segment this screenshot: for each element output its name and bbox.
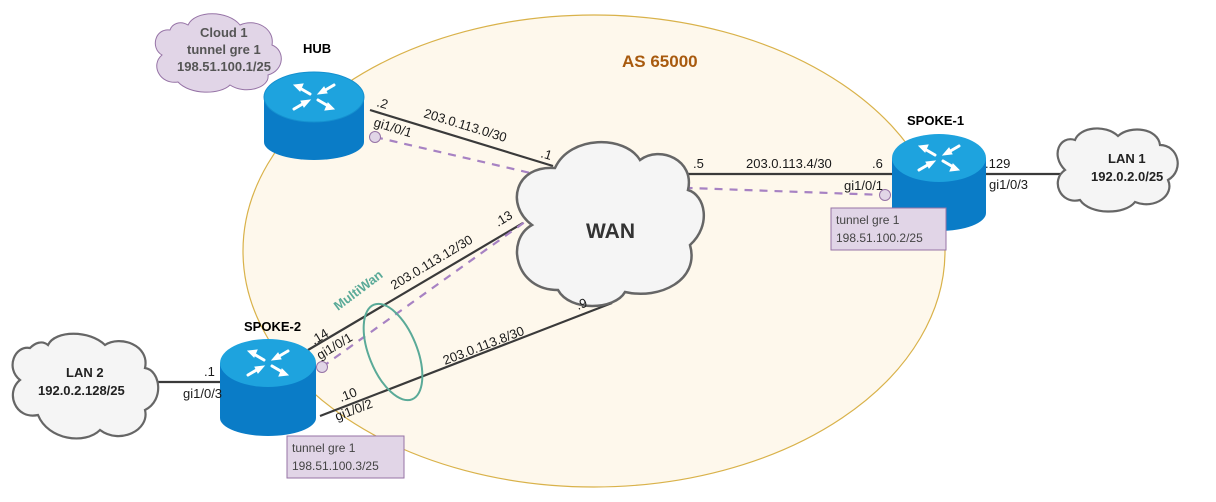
spoke1-wan-subnet-label: 203.0.113.4/30: [746, 156, 832, 171]
spoke1-ip-label: .6: [872, 156, 883, 171]
spoke1-tunnel-box: [830, 207, 947, 251]
lan2-cloud: [11, 332, 160, 440]
multiwan-ellipse: [362, 302, 424, 402]
spoke2-tunnel-line2: 198.51.100.3/25: [292, 459, 379, 473]
spoke1-lan-ip-label: .129: [985, 156, 1010, 171]
spoke1-tunnel-endpoint: [879, 189, 891, 201]
spoke2-ip-b-label: .10: [337, 384, 359, 404]
spoke1-tunnel-line2: 198.51.100.2/25: [836, 231, 923, 245]
spoke2-tunnel-line1: tunnel gre 1: [292, 441, 356, 455]
spoke1-tunnel-line1: tunnel gre 1: [836, 213, 900, 227]
spoke2-lan-ip-label: .1: [204, 364, 215, 379]
spoke1-name: SPOKE-1: [907, 113, 964, 128]
lan2-subnet: 192.0.2.128/25: [38, 383, 125, 398]
as-label: AS 65000: [622, 52, 698, 71]
spoke2-tunnel-endpoint: [316, 361, 328, 373]
lan1-name: LAN 1: [1108, 151, 1146, 166]
hub-tunnel-line1: Cloud 1: [200, 25, 248, 40]
lan2-name: LAN 2: [66, 365, 104, 380]
hub-tunnel-cloud: [154, 13, 282, 93]
wan-ip-spoke2b-label: .9: [574, 295, 589, 313]
spoke2-router[interactable]: [220, 339, 316, 436]
hub-ip-label: .2: [375, 95, 390, 113]
link-hub-wan: [369, 108, 554, 168]
link-spoke2-wan-a: [307, 222, 524, 351]
link-spoke2-wan-b: [319, 301, 613, 418]
spoke2-name: SPOKE-2: [244, 319, 301, 334]
hub-tunnel-line3: 198.51.100.1/25: [177, 59, 271, 74]
spoke2-lan-if-label: gi1/0/3: [183, 386, 222, 401]
spoke1-if-label: gi1/0/1: [844, 178, 883, 193]
wan-label: WAN: [586, 220, 635, 243]
wan-ip-spoke1-label: .5: [693, 156, 704, 171]
hub-tunnel-line2: tunnel gre 1: [187, 42, 261, 57]
lan1-subnet: 192.0.2.0/25: [1091, 169, 1163, 184]
hub-tunnel-endpoint: [369, 131, 381, 143]
lan1-cloud: [1056, 127, 1179, 213]
wan-cloud: [515, 140, 706, 308]
spoke2-tunnel-box: [286, 435, 405, 479]
hub-name: HUB: [303, 41, 331, 56]
spoke1-lan-if-label: gi1/0/3: [989, 177, 1028, 192]
hub-router[interactable]: [263, 71, 365, 160]
wan-ip-hub-label: .1: [539, 146, 554, 164]
